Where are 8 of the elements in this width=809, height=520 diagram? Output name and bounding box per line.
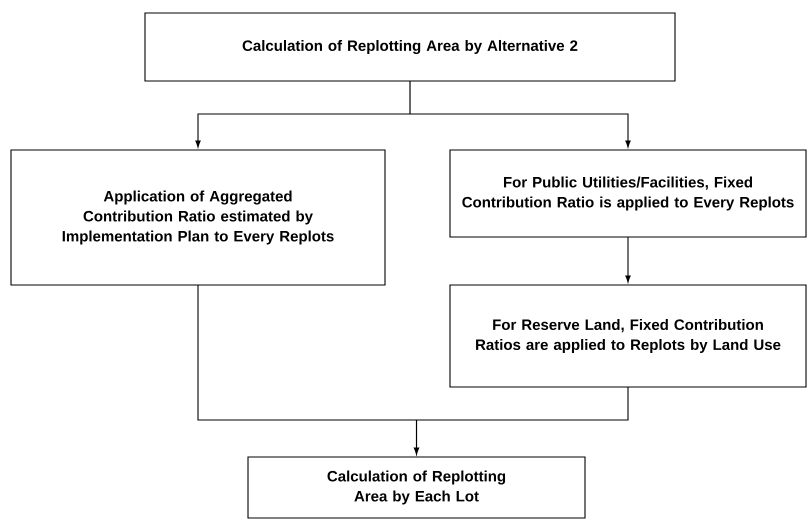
process-box: For Reserve Land, Fixed Contribution Ratios are applied to Replots by Land Use (449, 284, 807, 388)
process-box: Calculation of Replotting Area by Alternative 2 (144, 12, 676, 82)
arrow (625, 238, 631, 282)
arrow (414, 388, 629, 454)
process-box: For Public Utilities/Facilities, Fixed Contribution Ratio is applied to Every Replots (449, 149, 807, 238)
arrow (409, 82, 631, 148)
process-box: Calculation of Replotting Area by Each Lot (247, 456, 586, 519)
process-box: Application of Aggregated Contribution Ratio estimated by Implementation Plan to Every Replots (10, 149, 386, 286)
